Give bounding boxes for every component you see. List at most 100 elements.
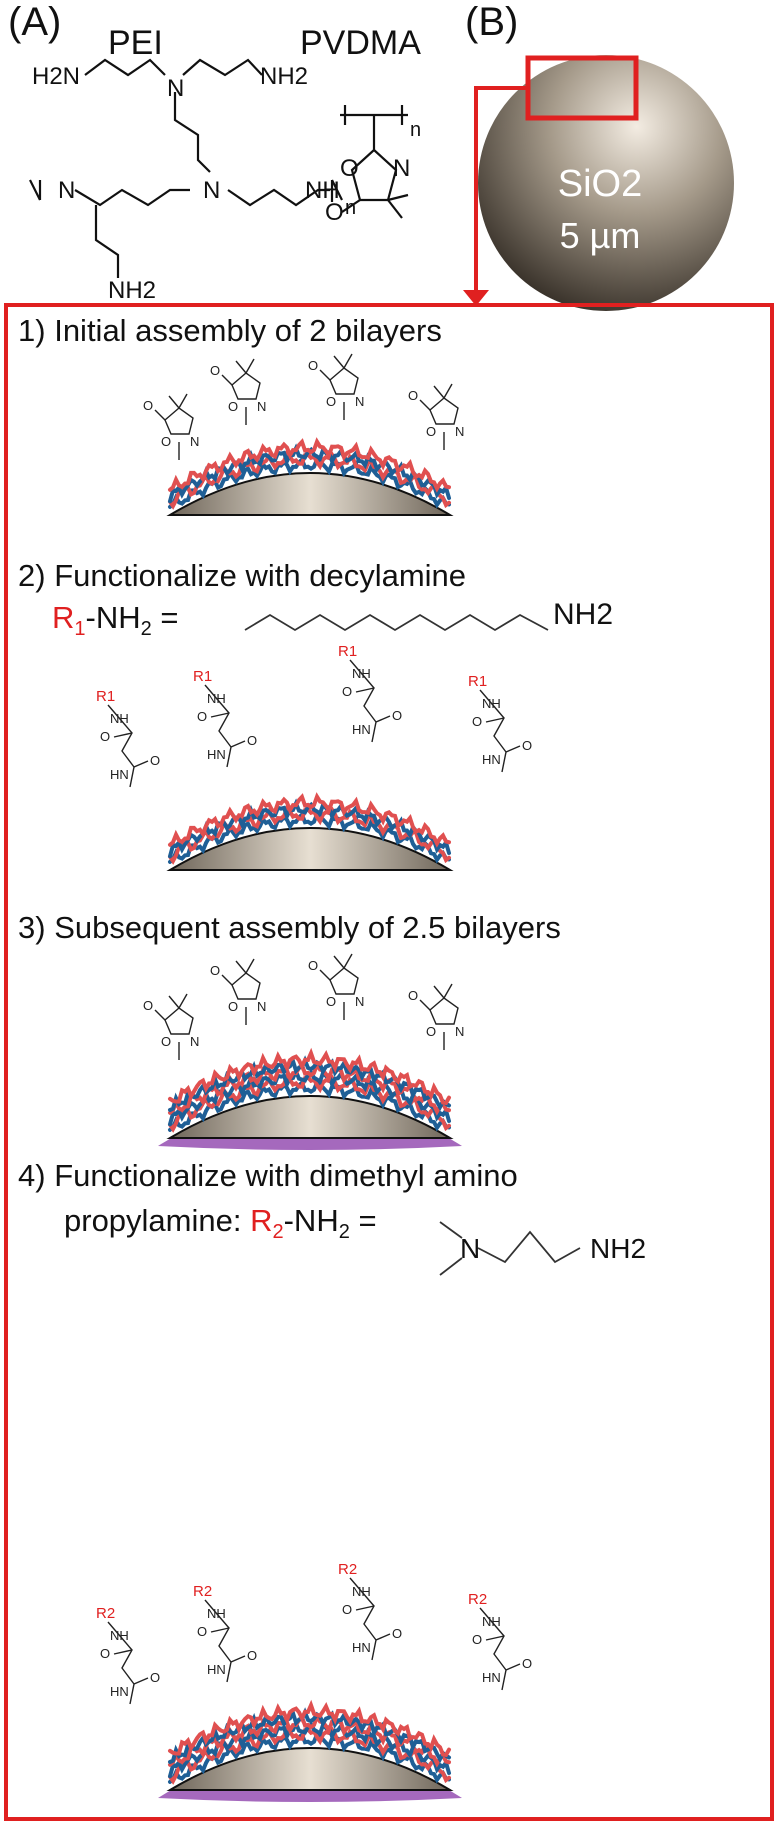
pei-n-left: N (58, 177, 75, 204)
carbonyl-o-label: O (408, 388, 418, 403)
pvdma-layer (168, 1699, 451, 1758)
amide-hn-label: HN (482, 752, 501, 767)
amide-o2-label: O (150, 1670, 160, 1685)
pvdma-layer (168, 1047, 451, 1106)
amide-chain (107, 1621, 149, 1705)
pvdma-carbonyl-bond (341, 199, 361, 213)
pvdma-layer (168, 1724, 451, 1785)
amide-nh-label: NH (352, 666, 371, 681)
ring-n-label: N (190, 434, 199, 449)
azlactone-group (419, 383, 459, 450)
r-group-label: R2 (193, 1583, 212, 1600)
step-3-heading: 3) Subsequent assembly of 2.5 bilayers (18, 910, 561, 945)
zoom-arrow-head (463, 290, 489, 306)
pvdma-methyl-1 (387, 193, 409, 202)
dmapa-n-label: N (460, 1233, 480, 1264)
amide-hn-label: HN (207, 1662, 226, 1677)
ring-n-label: N (455, 424, 464, 439)
pei-bond-left-arm (84, 58, 166, 77)
silica-surface (166, 827, 454, 871)
amide-hn-label: HN (352, 1640, 371, 1655)
pvdma-ring-o: O (340, 155, 359, 182)
silica-surface (166, 472, 454, 516)
pvdma-title: PVDMA (300, 24, 421, 62)
pei-bond-bottom-left (74, 188, 190, 207)
carbonyl-o-label: O (308, 358, 318, 373)
decylamine-chain (244, 613, 549, 632)
pei-title: PEI (108, 24, 163, 62)
pei-layer (168, 1055, 451, 1112)
pei-h2n-label: H2N (32, 63, 80, 90)
amide-nh-label: NH (482, 1614, 501, 1629)
ring-n-label: N (455, 1024, 464, 1039)
amide-o-label: O (342, 684, 352, 699)
r-group-label: R1 (193, 668, 212, 685)
step-2-heading: 2) Functionalize with decylamine (18, 558, 467, 593)
step-4-heading: 4) Functionalize with dimethyl amino (18, 1158, 518, 1193)
amide-o-label: O (197, 709, 207, 724)
sphere-material-label: SiO2 (558, 163, 642, 205)
amide-o2-label: O (392, 708, 402, 723)
ring-o-label: O (326, 994, 336, 1009)
r-group-label: R2 (468, 1591, 487, 1608)
pei-nh2-bottom: NH2 (108, 277, 156, 304)
amide-nh-label: NH (110, 1628, 129, 1643)
r-group-label: R1 (468, 673, 487, 690)
ring-o-label: O (228, 399, 238, 414)
pei-n-branch-top: N (167, 75, 184, 102)
r-group-label: R2 (338, 1561, 357, 1578)
ring-o-label: O (426, 424, 436, 439)
amide-hn-label: HN (352, 722, 371, 737)
ring-n-label: N (257, 399, 266, 414)
pvdma-ring-n: N (393, 155, 410, 182)
silica-surface (166, 1095, 454, 1139)
amide-o2-label: O (392, 1626, 402, 1641)
zoom-arrow-line (474, 86, 528, 296)
pei-bond-bottom-right (227, 188, 330, 207)
r-group-label: R1 (338, 643, 357, 660)
amide-o2-label: O (247, 733, 257, 748)
panel-b-label: (B) (465, 0, 519, 44)
silica-surface (166, 1747, 454, 1791)
amide-o2-label: O (522, 1656, 532, 1671)
pei-nh2-top-label: NH2 (260, 63, 308, 90)
carbonyl-o-label: O (408, 988, 418, 1003)
azlactone-group (154, 993, 194, 1060)
process-frame (4, 303, 774, 1821)
pei-bracket-right-d (331, 179, 343, 201)
pvdma-subscript-n: n (410, 119, 421, 141)
ring-o-label: O (228, 999, 238, 1014)
pvdma-layer (168, 804, 451, 865)
pei-n-branch-mid: N (203, 177, 220, 204)
amide-o2-label: O (247, 1648, 257, 1663)
carbonyl-o-label: O (143, 998, 153, 1013)
ring-o-label: O (161, 1034, 171, 1049)
pvdma-layer (168, 449, 451, 510)
azlactone-group (221, 358, 261, 425)
amide-o-label: O (197, 1624, 207, 1639)
pvdma-methyl-2 (387, 199, 403, 219)
amide-nh-label: NH (482, 696, 501, 711)
azlactone-group (319, 353, 359, 420)
pei-layer (168, 1707, 451, 1764)
step-1-heading: 1) Initial assembly of 2 bilayers (18, 313, 442, 348)
pei-nh-right: NH (305, 177, 340, 204)
pei-bond-right-arm (182, 58, 263, 77)
ring-o-label: O (161, 434, 171, 449)
amide-chain (349, 659, 391, 743)
carbonyl-o-label: O (210, 363, 220, 378)
decylamine-nh2-label: NH2 (553, 598, 613, 631)
amide-o-label: O (472, 1632, 482, 1647)
amide-hn-label: HN (207, 747, 226, 762)
dmapa-nh2-label: NH2 (590, 1233, 646, 1264)
sphere-size-label: 5 µm (560, 215, 641, 256)
amide-chain (479, 689, 521, 773)
carbonyl-o-label: O (210, 963, 220, 978)
pei-bracket-left (29, 179, 41, 201)
ring-n-label: N (257, 999, 266, 1014)
amide-chain (349, 1577, 391, 1661)
amide-o-label: O (100, 1646, 110, 1661)
